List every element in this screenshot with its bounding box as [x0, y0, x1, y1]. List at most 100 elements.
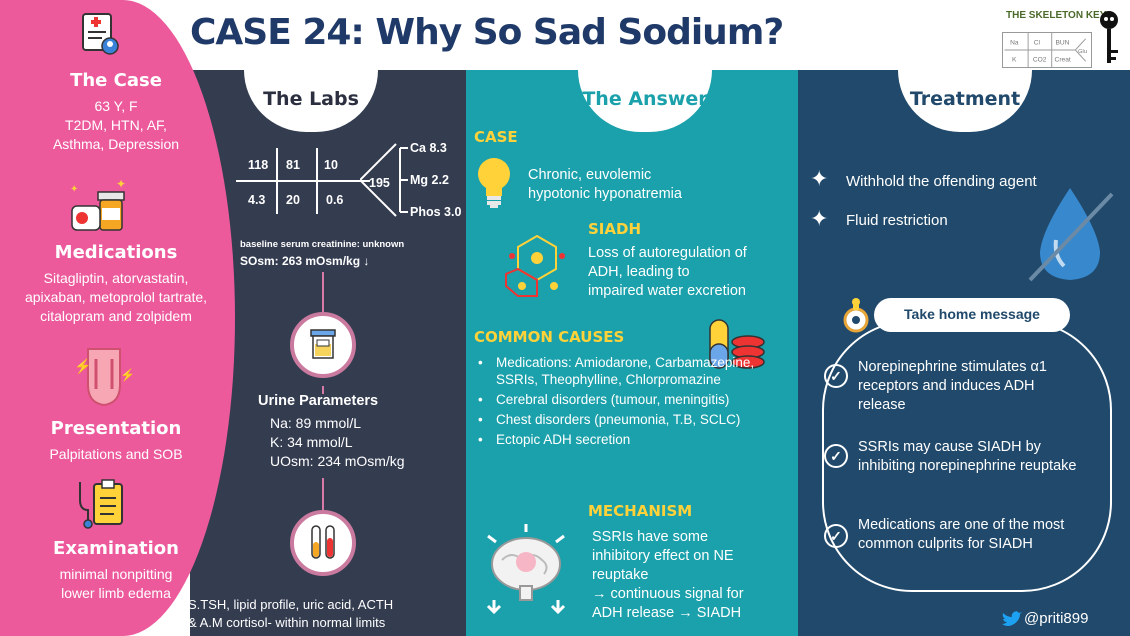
take-home-line: SSRIs may cause SIADH by	[858, 439, 1041, 455]
mechanism-line: inhibitory effect on NE	[592, 548, 734, 564]
case-label: CASE	[474, 128, 518, 146]
brand-name: THE SKELETON KEY	[1006, 10, 1107, 21]
fishbone-vline	[276, 148, 278, 214]
stethoscope-clipboard-icon	[79, 479, 123, 529]
list-item: Cerebral disorders (tumour, meningitis)	[474, 391, 796, 408]
treatment-item: Withhold the offending agent	[846, 173, 1037, 190]
case-line: 63 Y, F	[94, 98, 138, 114]
baseline-creatinine: baseline serum creatinine: unknown	[240, 239, 405, 250]
lightbulb-icon	[478, 158, 510, 208]
case-line: T2DM, HTN, AF,	[65, 117, 167, 133]
examination-line: minimal nonpitting	[59, 566, 173, 582]
twitter-handle[interactable]: @priti899	[1024, 610, 1089, 627]
presentation-section: Presentation Palpitations and SOB	[0, 418, 232, 464]
take-home-line: release	[858, 397, 906, 413]
test-tubes-icon-wrap	[290, 510, 356, 576]
medications-line: Sitagliptin, atorvastatin,	[43, 270, 189, 286]
sparkle-icon: ✦	[810, 166, 829, 191]
examination-heading: Examination	[53, 538, 179, 559]
siadh-text-line: impaired water excretion	[588, 283, 746, 299]
brand-grid-co2: CO2	[1033, 56, 1047, 63]
list-item: Medications: Amiodarone, Carbamazepine, …	[474, 354, 796, 388]
lab-ca: Ca 8.3	[410, 141, 447, 155]
brand-grid-k: K	[1012, 56, 1017, 63]
urine-cup-icon-wrap	[290, 312, 356, 378]
fishbone-vline	[316, 148, 318, 214]
skeleton-key-icon	[1100, 11, 1118, 63]
take-home-line: receptors and induces ADH	[858, 378, 1035, 394]
lab-glucose: 195	[369, 176, 390, 190]
connector-line	[322, 478, 324, 510]
svg-text:⚡: ⚡	[120, 368, 134, 382]
header-bar	[0, 0, 1130, 70]
case-panel	[0, 0, 235, 636]
key-gear-icon	[843, 298, 869, 333]
case-text-line: Chronic, euvolemic	[528, 167, 652, 183]
urine-na: Na: 89 mmol/L	[270, 415, 362, 431]
examination-line: lower limb edema	[61, 585, 171, 601]
page-title: CASE 24: Why So Sad Sodium?	[190, 12, 784, 53]
svg-text:✦: ✦	[116, 178, 126, 191]
svg-text:✦: ✦	[70, 184, 78, 195]
lab-phos: Phos 3.0	[410, 205, 462, 219]
presentation-heading: Presentation	[50, 418, 182, 439]
mechanism-line: SSRIs have some	[592, 529, 709, 545]
medication-bottle-icon: ✦ ✦	[70, 178, 126, 231]
check-circle-icon: ✓	[824, 444, 848, 468]
mechanism-line: ADH release → SIADH	[592, 605, 742, 621]
common-causes-label: COMMON CAUSES	[474, 328, 625, 346]
medications-line: apixaban, metoprolol tartrate,	[24, 289, 208, 305]
lab-k: 4.3	[248, 193, 266, 207]
siadh-label: SIADH	[588, 220, 641, 238]
connector-line	[322, 272, 324, 312]
list-item: Chest disorders (pneumonia, T.B, SCLC)	[474, 411, 796, 428]
lab-creat: 0.6	[326, 193, 344, 207]
case-text-line: hypotonic hyponatremia	[528, 186, 682, 202]
brand-grid-na: Na	[1010, 39, 1019, 46]
other-labs-line: S.TSH, lipid profile, uric acid, ACTH	[188, 597, 394, 612]
lab-co2: 20	[286, 193, 300, 207]
case-heading: The Case	[70, 70, 162, 91]
medications-line: citalopram and zolpidem	[40, 308, 192, 324]
mechanism-line: reuptake	[592, 567, 649, 583]
lab-na: 118	[248, 158, 269, 172]
brand-grid-cl: Cl	[1034, 39, 1041, 46]
molecule-icon	[505, 234, 565, 297]
test-tubes-icon	[311, 525, 335, 559]
case-line: Asthma, Depression	[52, 136, 180, 152]
take-home-line: Medications are one of the most	[858, 517, 1065, 533]
list-item: Ectopic ADH secretion	[474, 431, 796, 448]
brand-grid-icon: Na Cl BUN Glu K CO2 Creat	[1002, 32, 1092, 68]
no-water-drop-icon	[1028, 188, 1114, 282]
lab-cl: 81	[286, 158, 300, 172]
treatment-item: Fluid restriction	[846, 212, 948, 229]
urine-cup-icon	[310, 329, 336, 359]
siadh-text-line: Loss of autoregulation of	[588, 245, 747, 261]
svg-text:⚡: ⚡	[74, 358, 91, 375]
presentation-line: Palpitations and SOB	[49, 446, 183, 462]
take-home-line: inhibiting norepinephrine reuptake	[858, 458, 1077, 474]
fishbone-hline	[236, 180, 370, 182]
mechanism-label: MECHANISM	[588, 502, 693, 520]
take-home-line: common culprits for SIADH	[858, 536, 1033, 552]
case-section: The Case 63 Y, F T2DM, HTN, AF, Asthma, …	[0, 70, 232, 154]
brand-grid-bun: BUN	[1056, 39, 1070, 46]
brand-grid-glu: Glu	[1078, 49, 1087, 55]
brand-logo: THE SKELETON KEY Na Cl BUN Glu K CO2 Cre…	[990, 8, 1124, 70]
throat-pain-icon: ⚡ ⚡	[74, 348, 134, 407]
medications-section: Medications Sitagliptin, atorvastatin, a…	[0, 242, 232, 326]
medications-heading: Medications	[54, 242, 178, 263]
brain-icon	[486, 524, 566, 615]
take-home-line: Norepinephrine stimulates α1	[858, 359, 1047, 375]
serum-osmolality: SOsm: 263 mOsm/kg ↓	[240, 254, 370, 268]
lab-mg: Mg 2.2	[410, 173, 449, 187]
urine-osm: UOsm: 234 mOsm/kg	[270, 453, 405, 469]
twitter-bird-icon	[1002, 611, 1022, 626]
brand-grid-creat: Creat	[1055, 56, 1071, 63]
common-causes-list: Medications: Amiodarone, Carbamazepine, …	[474, 354, 796, 451]
lab-bun: 10	[324, 158, 338, 172]
check-circle-icon: ✓	[824, 524, 848, 548]
sparkle-icon: ✦	[810, 206, 829, 231]
medical-record-icon	[82, 13, 119, 55]
other-labs-line: & A.M cortisol- within normal limits	[188, 615, 386, 630]
